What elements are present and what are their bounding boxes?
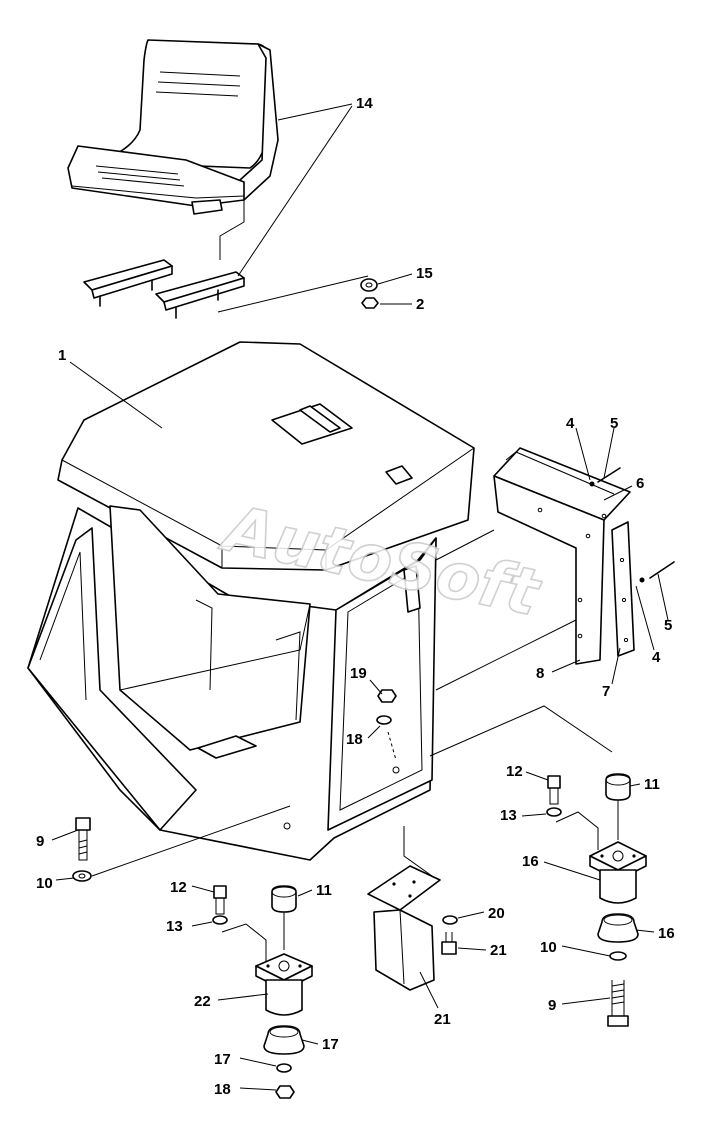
callout-13-left: 13 <box>166 918 183 935</box>
callout-12-right: 12 <box>506 763 523 780</box>
screw-5-top <box>589 467 621 487</box>
callout-20: 21 <box>490 942 507 959</box>
callout-labels: 14 15 2 1 4 5 6 5 4 8 7 19 18 12 11 13 9… <box>36 95 675 1098</box>
nut-18-left <box>275 1085 295 1099</box>
washer-14 <box>360 278 378 292</box>
callout-22: 22 <box>194 993 211 1010</box>
callout-4-side: 4 <box>652 649 661 666</box>
callout-21: 21 <box>434 1011 451 1028</box>
seat-rail-right <box>155 271 245 319</box>
bolt-9-left <box>75 817 91 861</box>
callout-1: 1 <box>58 347 66 364</box>
leader-lines <box>51 103 669 1091</box>
washer-10-left <box>72 870 92 882</box>
callout-19: 20 <box>488 905 505 922</box>
callout-5-top: 5 <box>610 415 618 432</box>
washer-13-right <box>546 807 562 817</box>
bolt-12-left <box>213 885 227 915</box>
mount-15 <box>589 841 647 904</box>
callout-10-left: 10 <box>36 875 53 892</box>
callout-4-top: 4 <box>566 415 575 432</box>
screw-5-side <box>639 561 675 583</box>
callout-8: 8 <box>536 665 544 682</box>
bracket-21 <box>367 826 441 991</box>
bolt-9-right <box>607 980 629 1027</box>
seat <box>67 39 279 215</box>
cab <box>27 341 475 861</box>
bushing-16-left <box>263 1025 305 1055</box>
callout-5-side: 5 <box>664 617 672 634</box>
callout-6: 6 <box>636 475 644 492</box>
callout-18-cab: 19 <box>350 665 367 682</box>
callout-12-left: 12 <box>170 879 187 896</box>
callout-13-right: 13 <box>500 807 517 824</box>
callout-18-left: 18 <box>214 1081 231 1098</box>
bolt-12-right <box>547 775 561 805</box>
pad-11-right <box>605 773 631 801</box>
bolt-20 <box>441 932 457 955</box>
callout-11-left: 11 <box>316 882 332 899</box>
nut-2 <box>361 297 379 309</box>
rear-panel-7 <box>611 521 635 657</box>
callout-2: 2 <box>416 296 424 313</box>
callout-15: 16 <box>522 853 539 870</box>
callout-17-cab: 18 <box>346 731 363 748</box>
callout-17-left: 17 <box>214 1051 231 1068</box>
callout-11-right: 11 <box>644 776 660 793</box>
washer-19 <box>442 915 458 925</box>
callout-16-right: 16 <box>658 925 675 942</box>
washer-13-left <box>212 915 228 925</box>
callout-14: 15 <box>416 265 433 282</box>
callout-9-left: 9 <box>36 833 44 850</box>
seat-rail-left <box>83 259 173 307</box>
bushing-16-right <box>597 913 639 943</box>
callout-16-left: 17 <box>322 1036 339 1053</box>
pad-11-left <box>271 885 297 913</box>
washer-17-cab <box>376 715 392 725</box>
nut-18-cab <box>377 689 397 703</box>
callout-10-right: 10 <box>540 939 557 956</box>
callout-7: 7 <box>602 683 610 700</box>
callout-3: 14 <box>356 95 373 112</box>
washer-10-right <box>609 951 627 961</box>
rear-panel-6-8 <box>493 447 631 665</box>
mount-22 <box>255 953 313 1016</box>
washer-17-left <box>276 1063 292 1073</box>
callout-9-right: 9 <box>548 997 556 1014</box>
